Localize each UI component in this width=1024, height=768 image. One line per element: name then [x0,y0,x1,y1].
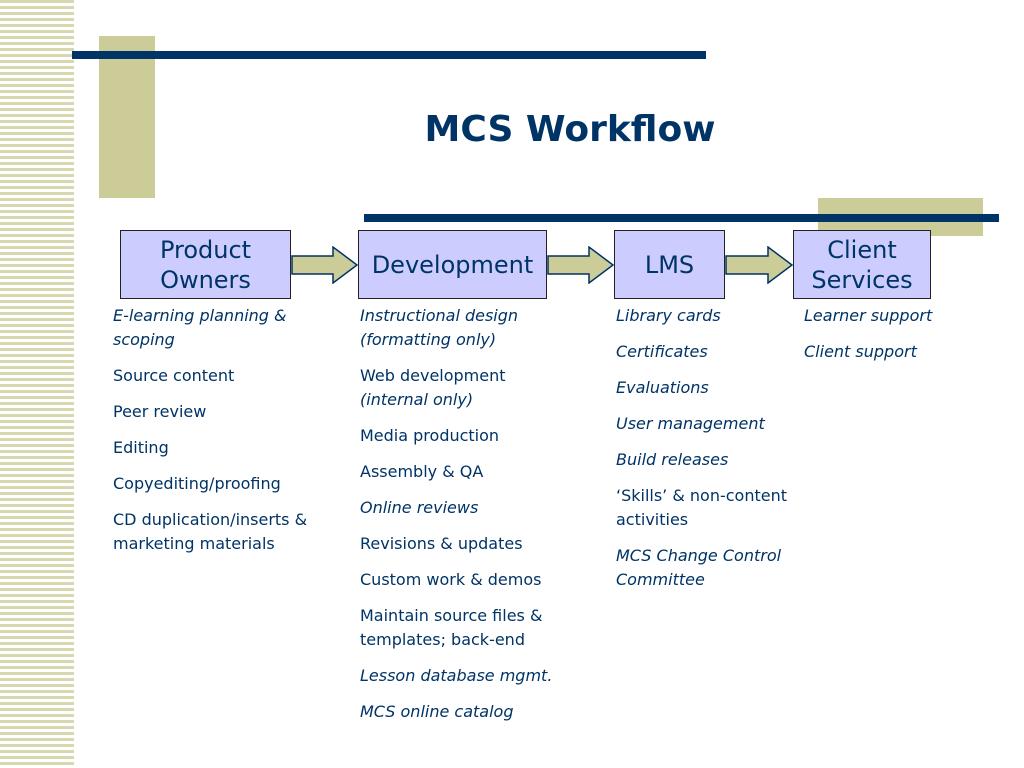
flow-arrow-3 [725,246,794,284]
list-item: Certificates [616,342,708,361]
list-item: Evaluations [616,378,709,397]
list-item: Lesson database mgmt. [360,666,553,685]
top-left-decorative-block [99,36,155,198]
middle-rule [364,214,999,222]
stage-box-product-owners: Product Owners [120,230,291,299]
list-item: Online reviews [360,498,479,517]
list-item: Build releases [616,450,729,469]
list-item: Revisions & updates [360,534,523,553]
list-item: Custom work & demos [360,570,542,589]
stage-label: Development [371,250,534,279]
list-item: Client support [804,342,917,361]
left-stripe-decoration [0,0,74,768]
list-item: Peer review [113,402,207,421]
list-item: Learner support [804,306,933,325]
list-item: Media production [360,426,500,445]
list-item-note: (internal only) [360,390,474,409]
lms-task-list: Library cards Certificates Evaluations U… [616,304,816,604]
list-item: Editing [113,438,169,457]
flow-arrow-2 [547,246,615,284]
list-item: Instructional design (formatting only) [360,306,519,349]
stage-box-lms: LMS [614,230,725,299]
list-item: MCS online catalog [360,702,514,721]
stage-label: Product Owners [159,235,252,294]
client-services-task-list: Learner support Client support [804,304,994,376]
flow-arrow-1 [291,246,359,284]
list-item: E-learning planning & scoping [113,306,287,349]
list-item: ‘Skills’ & non-content activities [616,486,788,529]
list-item: CD duplication/inserts & marketing mater… [113,510,308,553]
list-item: User management [616,414,765,433]
list-item: Assembly & QA [360,462,484,481]
stage-label: Client Services [811,235,913,294]
page-title: MCS Workflow [424,109,716,150]
list-item-text: Web development [360,366,506,385]
list-item: Library cards [616,306,721,325]
development-task-list: Instructional design (formatting only) W… [360,304,590,736]
list-item: Maintain source files & templates; back-… [360,606,543,649]
stage-box-client-services: Client Services [793,230,931,299]
product-owners-task-list: E-learning planning & scoping Source con… [113,304,328,568]
stage-label: LMS [644,250,695,279]
list-item: Copyediting/proofing [113,474,281,493]
list-item: MCS Change Control Committee [616,546,782,589]
list-item: Web development (internal only) [360,364,590,412]
stage-box-development: Development [358,230,547,299]
list-item: Source content [113,366,235,385]
top-rule [72,51,706,59]
